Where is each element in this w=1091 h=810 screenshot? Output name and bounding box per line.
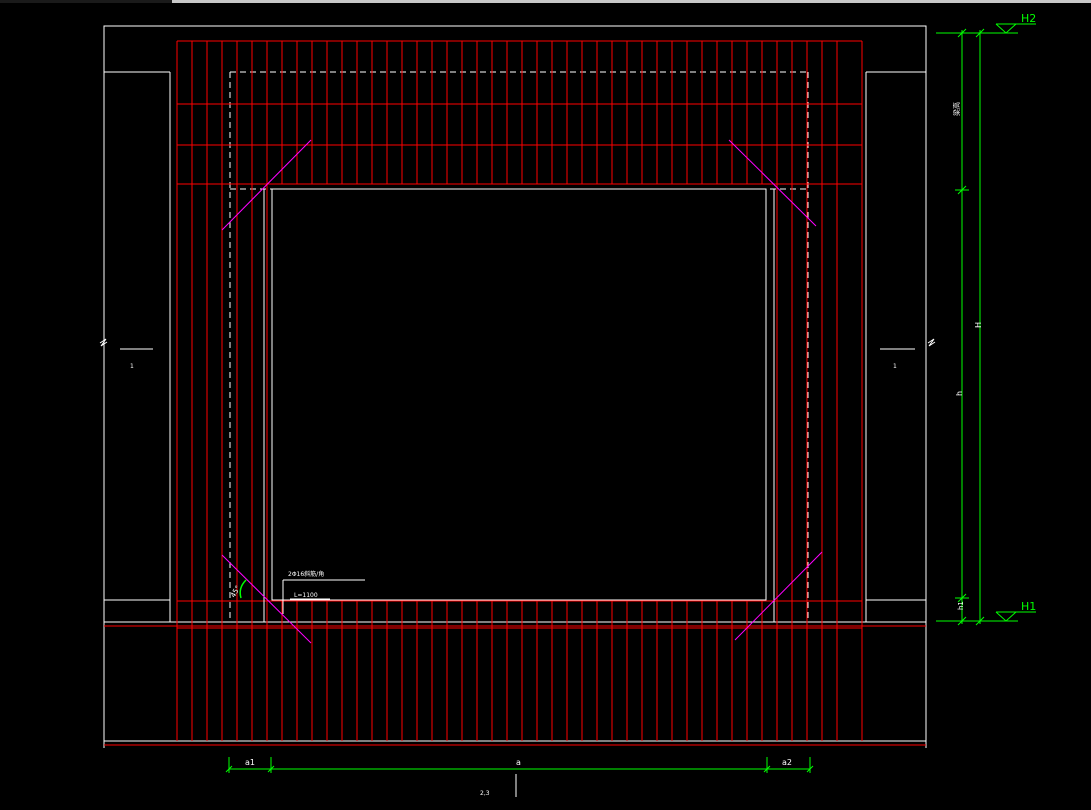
total-height-label: H [974,322,983,328]
diagonal-bar-top-left [221,139,312,231]
diagonal-bar-bottom-right [734,551,823,641]
rebar-annotation-label: 2Φ16斜筋/角 [288,570,324,578]
rebar-length-label: L=1100 [294,592,318,599]
diagonal-bar-bottom-left [221,554,312,644]
rebar-grid [104,40,926,746]
wall-outline [103,25,927,748]
left-pilaster [104,71,171,622]
elevation-marker-bottom: H1 [995,600,1036,622]
opening-height-label: h [955,391,964,396]
door-opening [263,188,775,622]
diagonal-bars [221,139,823,644]
title-bar-left [0,0,172,3]
lintel-dashed-outline [104,71,926,622]
section-mark-bottom: 2,3 [480,790,490,797]
right-break-mark [927,338,936,347]
elevation-bottom-label: H1 [1021,600,1036,613]
section-mark-right: 1 [893,363,897,370]
opening-width-label: a [516,758,521,767]
diagonal-bar-top-right [728,139,817,227]
section-mark-left: 1 [130,363,134,370]
elevation-top-label: H2 [1021,12,1036,25]
left-break-mark [99,338,108,347]
title-bar [0,0,1091,3]
base-height-label: h1 [957,601,965,610]
right-width-label: a2 [782,758,792,767]
horizontal-dimension: a1 a a2 [225,757,814,773]
elevation-marker-top: H2 [995,12,1036,34]
vertical-dimension: 梁高 h H h1 [936,28,1018,626]
beam-height-label: 梁高 [952,102,961,116]
left-width-label: a1 [245,758,255,767]
right-pilaster [865,71,926,622]
